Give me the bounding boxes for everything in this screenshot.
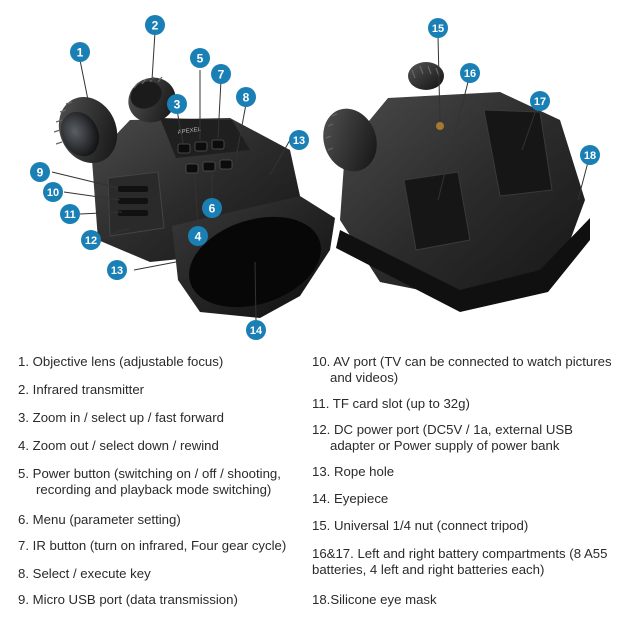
legend-item-11: 11. TF card slot (up to 32g)	[312, 396, 470, 411]
legend-item-9: 9. Micro USB port (data transmission)	[18, 592, 238, 607]
svg-text:1: 1	[77, 46, 84, 60]
svg-text:9: 9	[37, 166, 44, 180]
legend-item-3: 3. Zoom in / select up / fast forward	[18, 410, 224, 425]
callout-2: 2	[145, 15, 165, 35]
legend-item-6: 6. Menu (parameter setting)	[18, 512, 181, 527]
legend-item-18: 18.Silicone eye mask	[312, 592, 437, 607]
leader-lines-back	[437, 35, 589, 201]
callout-1: 1	[70, 42, 90, 62]
callout-7: 7	[211, 64, 231, 84]
callout-14: 14	[246, 320, 266, 340]
svg-text:17: 17	[534, 96, 546, 108]
objective-lens-right	[128, 76, 176, 123]
brand-logo: APEXEL	[177, 127, 202, 136]
front-view-binoculars: APEXEL	[51, 31, 335, 323]
svg-text:5: 5	[197, 52, 204, 66]
button-3	[177, 143, 191, 154]
svg-text:13: 13	[111, 265, 123, 277]
legend-item-13: 13. Rope hole	[312, 464, 395, 479]
legend-item-12: 12. DC power port (DC5V / 1a, external U…	[312, 422, 573, 453]
callout-badges: 1 2 3 4 5 6 7 8 9 10 11 12 13 13 14 15 1…	[30, 15, 600, 340]
focus-knob	[408, 62, 444, 90]
legend-item-1: 1. Objective lens (adjustable focus)	[18, 354, 224, 369]
back-view-binoculars	[323, 35, 590, 312]
svg-text:10: 10	[47, 187, 59, 199]
svg-text:2: 2	[152, 19, 159, 33]
parts-legend: 1. Objective lens (adjustable focus) 2. …	[0, 348, 621, 618]
svg-text:14: 14	[250, 325, 263, 337]
legend-item-2: 2. Infrared transmitter	[18, 382, 145, 397]
svg-text:13: 13	[293, 135, 305, 147]
button-6	[202, 161, 216, 172]
button-8	[219, 159, 233, 170]
legend-item-5: 5. Power button (switching on / off / sh…	[18, 466, 281, 497]
button-7	[211, 139, 225, 150]
battery-compartment-right	[483, 109, 553, 197]
svg-text:18: 18	[584, 150, 596, 162]
legend-item-10: 10. AV port (TV can be connected to watc…	[312, 354, 612, 385]
back-view-lens	[323, 108, 377, 172]
leader-lines-front	[51, 31, 291, 323]
callout-3: 3	[167, 94, 187, 114]
legend-item-14: 14. Eyepiece	[312, 491, 389, 506]
legend-item-4: 4. Zoom out / select down / rewind	[18, 438, 219, 453]
objective-lens-left	[53, 96, 118, 164]
callout-11: 11	[60, 204, 80, 224]
callout-10: 10	[43, 182, 63, 202]
svg-text:6: 6	[209, 202, 216, 216]
control-buttons	[177, 139, 233, 174]
legend-item-16-17: 16&17. Left and right battery compartmen…	[312, 546, 608, 577]
svg-text:8: 8	[243, 91, 250, 105]
callout-12: 12	[81, 230, 101, 250]
svg-text:11: 11	[64, 209, 76, 221]
callout-4: 4	[188, 226, 208, 246]
callout-18: 18	[580, 145, 600, 165]
callout-9: 9	[30, 162, 50, 182]
tripod-nut	[436, 122, 444, 130]
battery-compartment-left	[403, 171, 471, 251]
legend-item-7: 7. IR button (turn on infrared, Four gea…	[18, 538, 287, 553]
svg-text:4: 4	[195, 230, 202, 244]
legend-item-15: 15. Universal 1/4 nut (connect tripod)	[312, 518, 529, 533]
callout-8: 8	[236, 87, 256, 107]
callout-13-front: 13	[289, 130, 309, 150]
legend-item-8: 8. Select / execute key	[18, 566, 151, 581]
callout-15: 15	[428, 18, 448, 38]
svg-text:15: 15	[432, 23, 444, 35]
callout-13-side: 13	[107, 260, 127, 280]
button-4	[185, 163, 199, 174]
callout-17: 17	[530, 91, 550, 111]
callout-6: 6	[202, 198, 222, 218]
svg-text:16: 16	[464, 68, 476, 80]
button-5	[194, 141, 208, 152]
callout-5: 5	[190, 48, 210, 68]
svg-text:3: 3	[174, 98, 181, 112]
svg-text:7: 7	[218, 68, 225, 82]
callout-16: 16	[460, 63, 480, 83]
svg-text:12: 12	[85, 235, 97, 247]
binoculars-illustration: APEXEL	[30, 15, 600, 340]
